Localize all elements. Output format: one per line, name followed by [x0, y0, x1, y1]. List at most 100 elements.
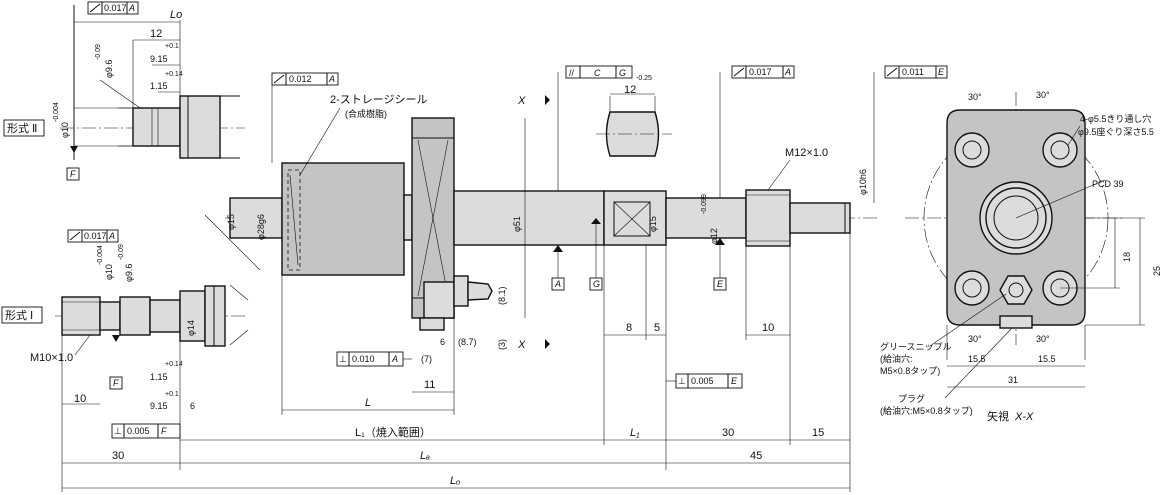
dim-l: L	[365, 397, 371, 409]
tol-d10-type1: -0.004	[97, 245, 104, 265]
x-mark-bottom: X	[517, 339, 526, 351]
dim-d28g6: φ28g6	[256, 214, 266, 240]
dim-8: 8	[626, 322, 632, 334]
tol-9-15-type1: +0.1	[165, 391, 179, 398]
dim-3: (3)	[497, 339, 507, 350]
datum-f-arrow-type1	[112, 335, 120, 342]
tol-frame-1	[87, 1, 139, 15]
dim-18: 18	[1122, 252, 1132, 262]
tol-d9-6-type2: -0.09	[95, 44, 102, 60]
tol-frame-2	[67, 229, 119, 243]
tol-1-ref: A	[128, 3, 135, 13]
dim-15-5-right: 15.5	[1038, 354, 1056, 364]
tol-d9-6-type1: -0.09	[118, 244, 125, 260]
flat-section-view: 12 -0.25	[596, 75, 672, 157]
dim-d10-type1: φ10	[104, 264, 114, 280]
datum-f-arrow-type2	[70, 146, 78, 153]
tol-2-ref: A	[108, 231, 115, 241]
svg-text:⊥: ⊥	[114, 426, 122, 436]
m10-label: M10×1.0	[30, 352, 73, 364]
dim-9-15-type2: 9.15	[150, 54, 168, 64]
dim-10-type1: 10	[74, 393, 86, 405]
tol-1-value: 0.017	[104, 3, 127, 13]
tol-frame-4	[884, 65, 948, 79]
datum-a: A	[554, 279, 561, 289]
grease-label-1: グリースニップル	[880, 341, 952, 352]
plug-label-1: プラグ	[898, 393, 925, 404]
dim-30-right: 30	[722, 427, 734, 439]
dim-12-flat: 12	[624, 84, 636, 96]
dim-7: (7)	[421, 354, 432, 364]
dim-15-right: 15	[812, 427, 824, 439]
dim-6: 6	[440, 337, 445, 347]
par-c: C	[594, 68, 601, 78]
dim-1-15-type2: 1.15	[150, 81, 168, 91]
datum-f-box-type1	[109, 376, 123, 390]
holes-label-2: φ9.5座ぐり深さ5.5	[1078, 126, 1154, 137]
dim-l1: L₁	[630, 427, 640, 439]
perp-3-ref: F	[161, 426, 167, 436]
datum-f-box-type2	[66, 167, 80, 181]
type2-journal	[60, 5, 245, 160]
type1-journal	[55, 284, 249, 347]
end-view	[905, 92, 1145, 388]
dim-8-7: (8.7)	[458, 337, 477, 347]
perp-3-value: 0.005	[127, 426, 150, 436]
dim-lo-bottom: Lₒ	[450, 475, 460, 487]
type1-labels: 形式 Ⅰ 0.017 A φ10 -0.004 φ9.6 -0.09 φ14 M…	[1, 229, 196, 470]
dim-la: Lₐ	[420, 450, 430, 462]
datum-f-type2: F	[70, 169, 76, 179]
main-annotations: 0.012 A 2-ストレージシール (合成樹脂) X X // C G φ51…	[61, 65, 948, 492]
x-mark-top: X	[517, 95, 526, 107]
tol-d10-type2: -0.004	[53, 102, 60, 122]
type1-label: 形式 Ⅰ	[5, 309, 33, 322]
dim-d51: φ51	[512, 216, 522, 232]
holes-label-1: 4-φ5.5きり通し穴	[1080, 113, 1151, 124]
perp-2-ref: E	[731, 376, 738, 386]
dim-31: 31	[1008, 375, 1018, 385]
tol-1-15-type2: +0.14	[165, 71, 183, 78]
angle-30-top-right: 30°	[1036, 90, 1050, 100]
pcd-label: PCD 39	[1092, 179, 1124, 189]
dim-d10h6: φ10h6	[858, 169, 868, 195]
dim-lo-top: Lo	[170, 9, 182, 21]
view-label: 矢視	[987, 409, 1009, 423]
view-xx: X-X	[1014, 411, 1034, 423]
dim-d15-left: φ15	[226, 214, 236, 230]
angle-30-bottom-left: 30°	[968, 334, 982, 344]
plug-label-2: (給油穴:M5×0.8タップ)	[880, 405, 973, 416]
perp-1-value: 0.010	[352, 354, 375, 364]
svg-text://: //	[569, 68, 575, 78]
perp-1-ref: A	[391, 354, 398, 364]
dim-9-15-type1: 9.15	[150, 401, 168, 411]
tol-3-ref: A	[328, 74, 335, 84]
dim-12-type2: 12	[150, 28, 162, 40]
datum-f-type1: F	[113, 378, 119, 388]
tol-5-value: 0.017	[749, 67, 772, 77]
type2-label-box	[3, 119, 45, 137]
dim-30-left: 30	[112, 450, 124, 462]
dim-11: 11	[424, 379, 435, 391]
tol-2-value: 0.017	[84, 231, 107, 241]
datum-g-box	[589, 277, 603, 291]
grease-label-2: (給油穴:	[880, 353, 913, 364]
dim-25: 25	[1152, 266, 1162, 276]
dim-1-15-type1: 1.15	[150, 372, 168, 382]
m12-label: M12×1.0	[785, 147, 828, 159]
type2-label: 形式 Ⅱ	[7, 122, 37, 135]
tol-frame-3	[271, 72, 339, 86]
datum-a-box	[551, 277, 565, 291]
tol-12-flat: -0.25	[636, 75, 652, 82]
tol-d12: -0.099	[701, 194, 708, 214]
datum-e: E	[717, 279, 724, 289]
grease-label-3: M5×0.8タップ)	[880, 366, 940, 376]
dim-15-5-left: 15.5	[968, 354, 986, 364]
perp-2-value: 0.005	[691, 376, 714, 386]
seal-label: 2-ストレージシール	[330, 94, 428, 106]
tol-5-ref: A	[784, 67, 791, 77]
type2-labels: 形式 Ⅱ 0.017 A Lo 12 φ9.6 -0.09 9.15 +0.1 …	[3, 1, 183, 181]
tol-4-ref: E	[938, 67, 945, 77]
datum-e-box	[713, 277, 727, 291]
tol-frame-5	[731, 65, 795, 79]
